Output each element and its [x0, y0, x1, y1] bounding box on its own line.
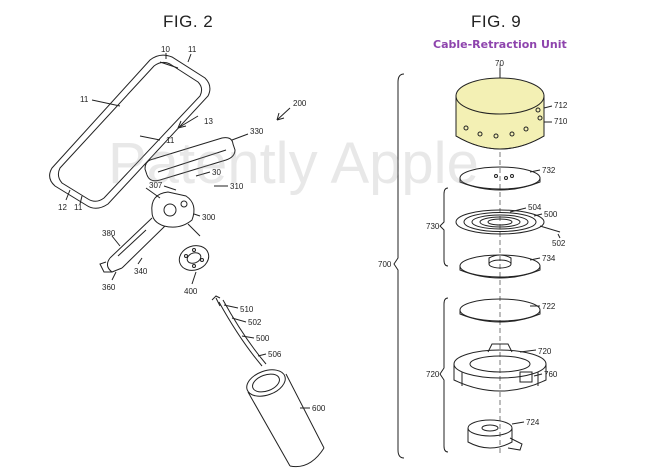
- bracket-700: [393, 73, 405, 459]
- leader-300: [193, 213, 201, 217]
- phone-device: [49, 54, 211, 209]
- label-10: 10: [161, 45, 170, 54]
- connector-disc: [178, 245, 210, 271]
- bracket-730: [439, 187, 449, 267]
- label-510: 510: [240, 305, 254, 314]
- label-712: 712: [554, 101, 568, 110]
- leader-502: [231, 317, 247, 323]
- label-200: 200: [293, 99, 307, 108]
- label-504: 504: [528, 203, 542, 212]
- dock-assembly: [99, 137, 236, 273]
- label-710: 710: [554, 117, 568, 126]
- base-housing: [453, 343, 547, 392]
- arrow-13: [177, 115, 199, 129]
- leader-510: [223, 304, 239, 309]
- leader-500b: [533, 213, 543, 217]
- label-760: 760: [544, 370, 558, 379]
- leader-500: [241, 335, 255, 339]
- spool: [459, 254, 541, 279]
- leader-330: [231, 133, 249, 141]
- label-600: 600: [312, 404, 326, 413]
- leader-504: [509, 207, 527, 213]
- label-330: 330: [250, 127, 264, 136]
- leader-720: [519, 349, 537, 353]
- base-disc: [459, 298, 541, 323]
- cable-and-tube: [211, 295, 325, 468]
- leader-724: [511, 421, 525, 425]
- label-70: 70: [495, 59, 504, 68]
- top-plate: [459, 166, 541, 191]
- label-310: 310: [230, 182, 244, 191]
- label-732: 732: [542, 166, 556, 175]
- leader-506: [257, 353, 267, 357]
- leader-760: [533, 373, 543, 377]
- label-11c: 11: [166, 136, 175, 145]
- label-500: 500: [544, 210, 558, 219]
- leader-732: [529, 169, 541, 173]
- leader-380: [111, 235, 121, 247]
- arrow-200: [276, 107, 291, 121]
- leader-340: [137, 257, 143, 265]
- label-502: 502: [552, 239, 566, 248]
- housing-cylinder: [455, 77, 545, 150]
- label-400: 400: [184, 287, 198, 296]
- label-720: 720: [538, 347, 552, 356]
- label-307: 307: [149, 181, 163, 190]
- leader-11c: [139, 135, 161, 141]
- leader-307: [163, 185, 177, 191]
- coil-spring: [455, 209, 561, 235]
- label-506: 506: [268, 350, 282, 359]
- label-380: 380: [102, 229, 116, 238]
- label-13: 13: [204, 117, 213, 126]
- fig9-subtitle: Cable-Retraction Unit: [433, 38, 567, 51]
- label-360: 360: [102, 283, 116, 292]
- label-11a: 11: [188, 45, 197, 54]
- leader-12: [65, 189, 71, 201]
- fig2-title: FIG. 2: [163, 12, 214, 31]
- label-724: 724: [526, 418, 540, 427]
- leader-712: [543, 105, 553, 109]
- label-720b: 720: [426, 370, 440, 379]
- cap-connector: [467, 419, 523, 451]
- label-340: 340: [134, 267, 148, 276]
- fig9-title: FIG. 9: [471, 12, 522, 31]
- label-300: 300: [202, 213, 216, 222]
- leader-11d: [79, 195, 83, 205]
- leader-360: [111, 271, 117, 281]
- label-11d: 11: [74, 203, 83, 212]
- leader-502b: [557, 233, 561, 239]
- label-734: 734: [542, 254, 556, 263]
- leader-30: [195, 171, 211, 177]
- leader-11a: [187, 53, 192, 63]
- bracket-720: [439, 297, 449, 453]
- label-11b: 11: [80, 95, 89, 104]
- leader-400: [191, 271, 197, 285]
- label-12: 12: [58, 203, 67, 212]
- leader-11b: [91, 99, 121, 107]
- label-730: 730: [426, 222, 440, 231]
- label-500: 500: [256, 334, 270, 343]
- label-502: 502: [248, 318, 262, 327]
- label-700: 700: [378, 260, 392, 269]
- label-30: 30: [212, 168, 221, 177]
- label-722: 722: [542, 302, 556, 311]
- leader-734: [529, 257, 541, 261]
